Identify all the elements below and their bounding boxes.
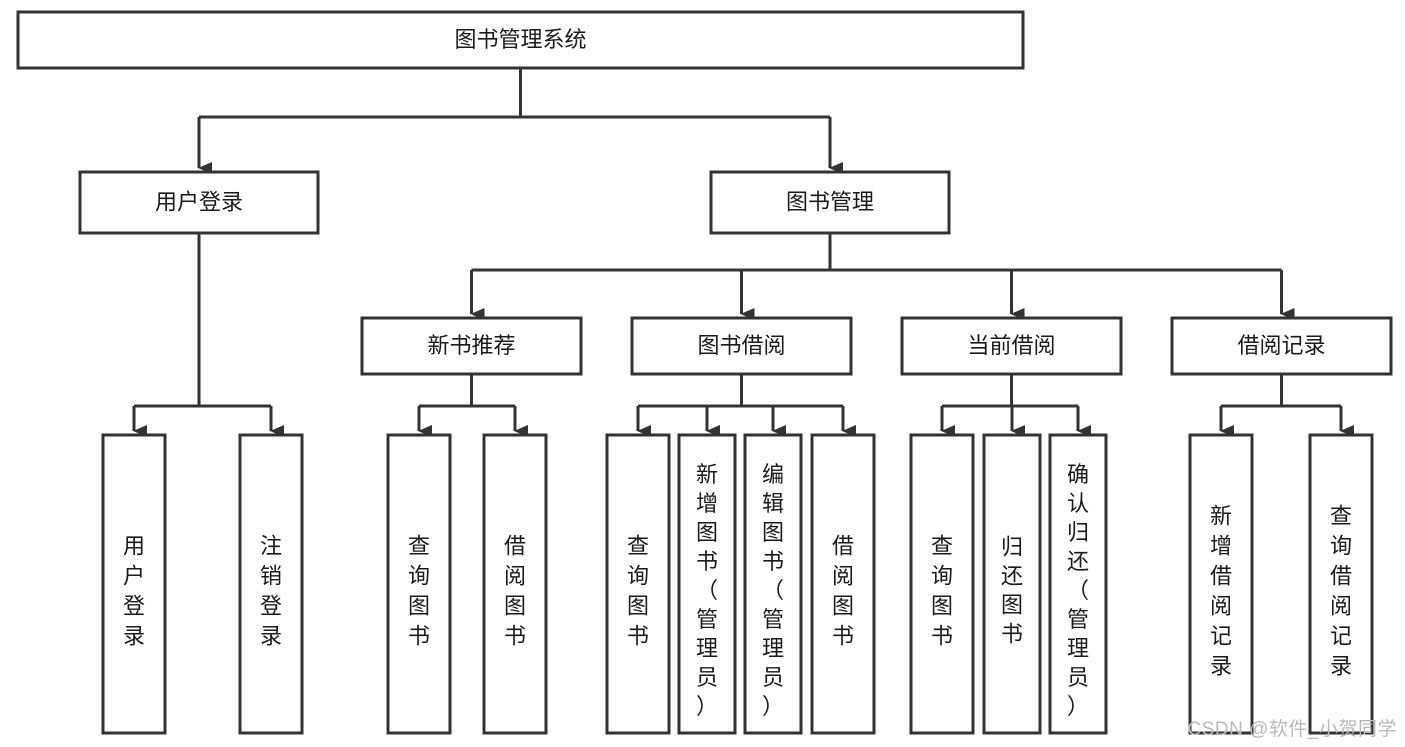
level2-node-0[interactable]: 新书推荐 [360,316,583,376]
leaf-node-4[interactable]: 查询图书 [605,433,671,735]
leaf-node-6[interactable]: 编辑图书（管理员） [743,433,803,735]
leaf-node-8[interactable]: 查询图书 [909,433,975,735]
leaf-node-7[interactable]: 借阅图书 [810,433,876,735]
leaf-node-rect[interactable] [982,433,1042,735]
leaf-node-rect[interactable] [605,433,671,735]
leaf-node-label: 新增图书（管理员） [696,462,718,719]
leaf-node-label: 编辑图书（管理员） [762,462,784,719]
level2-node-label: 新书推荐 [427,333,515,358]
leaf-node-rect[interactable] [1048,433,1108,735]
leaf-node-11[interactable]: 新增借阅记录 [1188,433,1254,735]
leaf-node-rect[interactable] [743,433,803,735]
leaf-node-12[interactable]: 查询借阅记录 [1308,433,1374,735]
leaf-node-rect[interactable] [1308,433,1374,735]
root-node-0[interactable]: 图书管理系统 [16,10,1025,70]
leaf-node-rect[interactable] [101,433,167,735]
leaf-node-label: 查询图书 [931,533,953,648]
level2-node-rect[interactable] [630,316,853,376]
level1-node-label: 图书管理 [786,189,874,214]
leaf-node-label: 确认归还（管理员） [1067,462,1089,719]
leaf-node-label: 查询图书 [627,533,649,648]
level2-node-2[interactable]: 当前借阅 [900,316,1123,376]
leaf-node-label: 归还图书 [1001,534,1023,646]
leaf-node-label: 借阅图书 [832,533,854,648]
connector-lines [132,68,1354,437]
level2-node-rect[interactable] [1170,316,1393,376]
leaf-node-rect[interactable] [386,433,452,735]
leaf-node-5[interactable]: 新增图书（管理员） [677,433,737,735]
leaf-node-rect[interactable] [482,433,548,735]
leaf-node-rect[interactable] [677,433,737,735]
node-boxes: 图书管理系统用户登录图书管理新书推荐图书借阅当前借阅借阅记录用户登录注销登录查询… [16,10,1393,735]
watermark-label: CSDN @软件_小贺同学 [1187,719,1397,740]
leaf-node-rect[interactable] [238,433,304,735]
level1-node-label: 用户登录 [155,189,243,214]
leaf-node-label: 查询借阅记录 [1330,503,1352,678]
level2-node-label: 当前借阅 [967,333,1055,358]
level1-node-1[interactable]: 图书管理 [709,170,951,235]
level1-node-rect[interactable] [709,170,951,235]
leaf-node-rect[interactable] [909,433,975,735]
root-node-rect[interactable] [16,10,1025,70]
leaf-node-label: 查询图书 [408,533,430,648]
level2-node-rect[interactable] [900,316,1123,376]
level2-node-3[interactable]: 借阅记录 [1170,316,1393,376]
level2-node-label: 借阅记录 [1237,333,1325,358]
level2-node-label: 图书借阅 [697,333,785,358]
level2-node-1[interactable]: 图书借阅 [630,316,853,376]
leaf-node-1[interactable]: 注销登录 [238,433,304,735]
leaf-node-2[interactable]: 查询图书 [386,433,452,735]
leaf-node-label: 借阅图书 [504,533,526,648]
leaf-node-0[interactable]: 用户登录 [101,433,167,735]
leaf-node-rect[interactable] [1188,433,1254,735]
root-node-label: 图书管理系统 [454,27,586,52]
level1-node-0[interactable]: 用户登录 [78,170,320,235]
level1-node-rect[interactable] [78,170,320,235]
leaf-node-3[interactable]: 借阅图书 [482,433,548,735]
leaf-node-label: 注销登录 [260,533,282,648]
leaf-node-10[interactable]: 确认归还（管理员） [1048,433,1108,735]
leaf-node-label: 用户登录 [123,533,145,648]
level2-node-rect[interactable] [360,316,583,376]
leaf-node-9[interactable]: 归还图书 [982,433,1042,735]
leaf-node-label: 新增借阅记录 [1210,503,1232,678]
leaf-node-rect[interactable] [810,433,876,735]
